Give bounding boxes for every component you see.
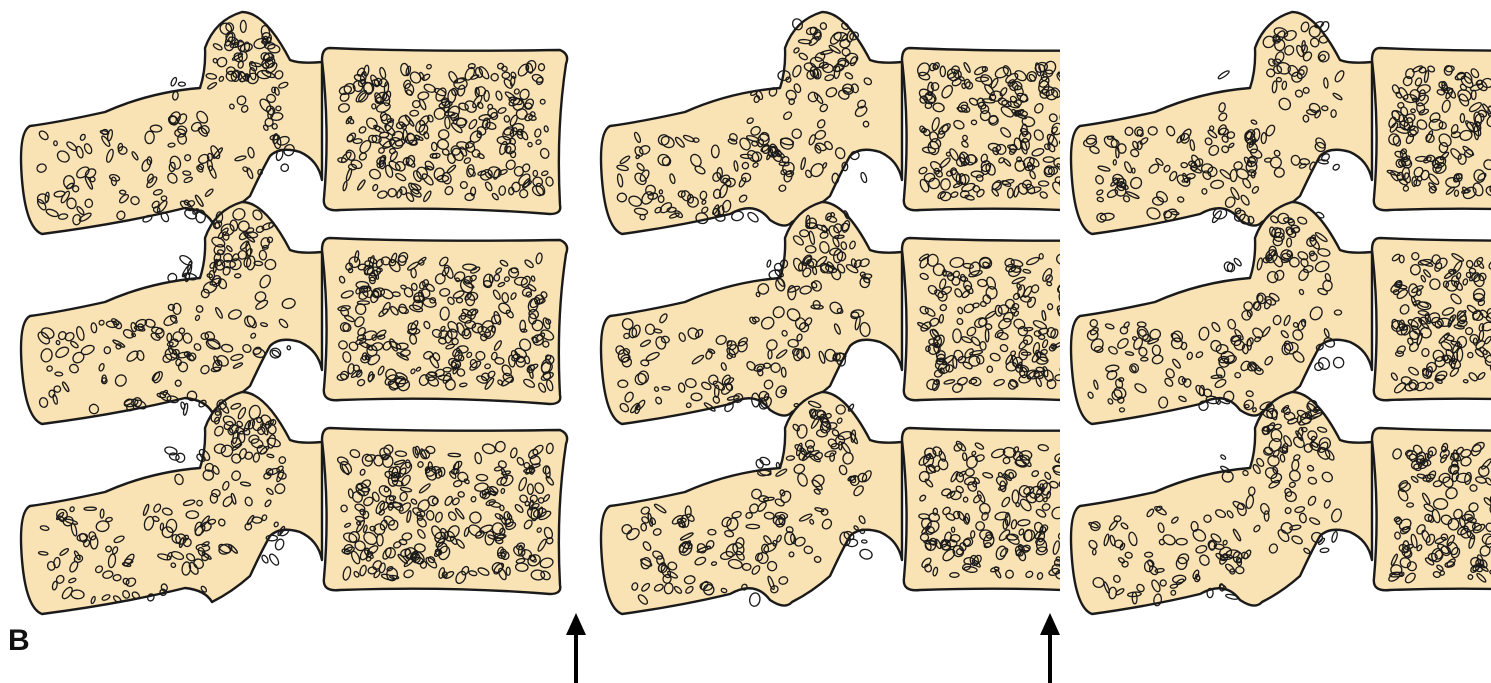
vertebra-column-drawing	[1065, 0, 1491, 683]
arrow-up-icon	[1035, 613, 1065, 683]
vertebra	[21, 202, 567, 424]
vertebra	[21, 392, 567, 614]
vertebra-panel-right	[1065, 0, 1491, 683]
vertebra	[1071, 202, 1491, 424]
vertebra-panel-middle	[595, 0, 1060, 683]
figure-label: B	[8, 626, 30, 656]
vertebra	[1071, 12, 1491, 234]
vertebra	[601, 392, 1060, 614]
vertebra	[601, 12, 1060, 234]
vertebra	[21, 12, 567, 234]
arrow-up-icon	[561, 613, 591, 683]
vertebra-panel-left	[0, 0, 590, 683]
vertebra	[601, 202, 1060, 424]
vertebra-column-drawing	[0, 0, 590, 683]
vertebra	[1071, 392, 1491, 614]
vertebra-column-drawing	[595, 0, 1060, 683]
